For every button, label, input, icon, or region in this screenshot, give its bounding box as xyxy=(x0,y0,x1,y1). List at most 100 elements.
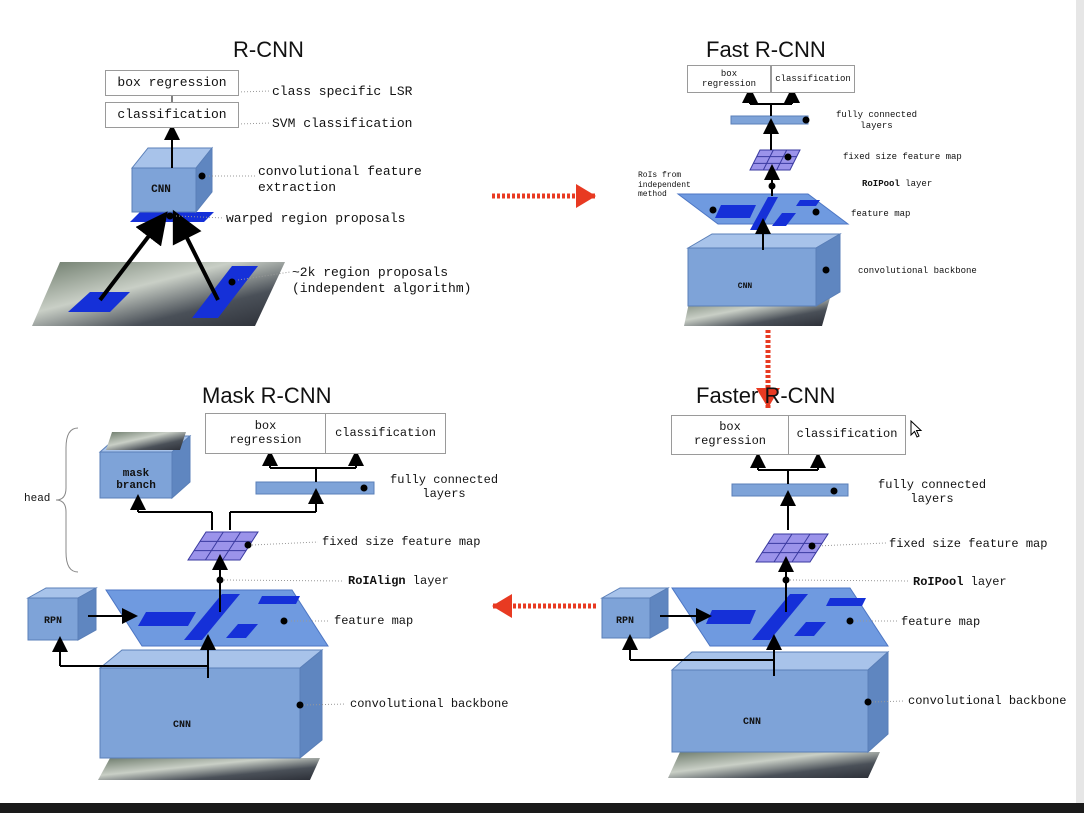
window-bottom-bar xyxy=(0,803,1084,813)
faster-roi-d xyxy=(826,598,866,606)
mask-roi-b xyxy=(184,594,240,640)
fast-roi-d xyxy=(796,200,820,206)
mask-rcnn-title: Mask R-CNN xyxy=(202,383,332,408)
rcnn-roi-left xyxy=(68,292,130,312)
mask-grid-vline xyxy=(204,531,224,561)
faster-grid-vline xyxy=(773,533,793,563)
faster-grid-leader xyxy=(815,542,887,547)
fast-roipool-dot xyxy=(768,182,776,190)
faster-rcnn-roipool-bold: RoIPool xyxy=(913,575,964,589)
faster-grid xyxy=(755,533,829,563)
mask-rcnn-feature-map-label: feature map xyxy=(334,614,414,628)
faster-roipool-leader xyxy=(789,579,911,582)
rcnn-warped-leader xyxy=(175,215,225,219)
rcnn-class-specific-lsr-label: class specific LSR xyxy=(272,84,413,99)
fast-rois-dot xyxy=(709,206,717,214)
mask-head-brace xyxy=(55,427,79,573)
faster-roi-b xyxy=(752,594,808,640)
fast-rcnn-box-regression: box regression xyxy=(687,65,771,93)
mask-rcnn-backbone-label: convolutional backbone xyxy=(350,697,509,711)
faster-rcnn-fc-label: fully connected layers xyxy=(878,478,987,507)
rcnn-title: R-CNN xyxy=(233,37,304,62)
mask-roialign-dot xyxy=(216,576,224,584)
mask-rcnn-roialign-rest: layer xyxy=(405,574,449,588)
fast-rcnn-title: Fast R-CNN xyxy=(706,37,826,62)
mask-roialign-leader xyxy=(223,579,345,582)
rcnn-roi-dot xyxy=(228,278,236,286)
faster-rcnn-feature-map-label: feature map xyxy=(901,615,981,629)
mask-rcnn-cnn-label: CNN xyxy=(172,720,191,731)
fast-fc-dot xyxy=(802,116,810,124)
mask-rcnn-head-label: head xyxy=(24,493,51,505)
faster-input-image xyxy=(668,752,880,778)
faster-rcnn-cnn-label: CNN xyxy=(742,717,761,728)
mask-cnn-block-front xyxy=(99,667,301,759)
fast-fc-layer xyxy=(730,115,809,125)
red-arrow-faster-to-mask-head xyxy=(492,594,512,618)
faster-roi-a xyxy=(706,610,756,624)
mask-rcnn-roialign-bold: RoIAlign xyxy=(348,574,406,588)
mask-branch-block-front xyxy=(99,451,173,499)
faster-rcnn-backbone-label: convolutional backbone xyxy=(908,694,1067,708)
fast-roi-a xyxy=(715,205,756,218)
rcnn-warped-label: warped region proposals xyxy=(226,211,406,226)
window-right-edge xyxy=(1076,0,1084,803)
mask-roi-a xyxy=(138,612,196,626)
mask-rcnn-fc-label: fully connected layers xyxy=(390,473,499,502)
mask-rcnn-rpn-label: RPN xyxy=(43,616,62,627)
faster-rpn-block-front xyxy=(601,597,651,639)
mask-rcnn-fixed-map-label: fixed size feature map xyxy=(322,535,481,549)
mask-rcnn-classification: classification xyxy=(325,413,446,454)
rcnn-arrow-right xyxy=(172,209,220,301)
fast-rcnn-fixed-map-label: fixed size feature map xyxy=(843,152,962,162)
mouse-cursor-icon xyxy=(910,420,923,438)
faster-fc-layer xyxy=(731,483,849,497)
fast-rcnn-roipool-label: RoIPool layer xyxy=(862,179,932,190)
mask-cnn-leader xyxy=(303,703,347,706)
faster-rcnn-rpn-label: RPN xyxy=(615,616,634,627)
rcnn-region-proposals-label: ~2k region proposals (independent algori… xyxy=(292,265,472,296)
rcnn-box-regression: box regression xyxy=(105,70,239,96)
faster-rcnn-fixed-map-label: fixed size feature map xyxy=(889,537,1048,551)
rcnn-arrow-left xyxy=(98,211,168,302)
rcnn-conv-feature-label: convolutional feature extraction xyxy=(258,164,422,195)
rcnn-svm-leader xyxy=(237,122,271,125)
faster-grid-vline xyxy=(791,533,811,563)
red-arrow-fast-to-faster-head xyxy=(756,388,780,408)
fast-rcnn-backbone-label: convolutional backbone xyxy=(858,266,977,276)
rcnn-warped-dot xyxy=(166,212,174,220)
fast-cnn-block-front xyxy=(687,247,817,307)
mask-fc-layer xyxy=(255,481,375,495)
red-arrow-rcnn-to-fast-head xyxy=(576,184,596,208)
fast-rcnn-feature-map-label: feature map xyxy=(851,209,911,219)
fast-rcnn-cnn-label: CNN xyxy=(737,282,753,291)
rcnn-cnn-label: CNN xyxy=(151,184,171,196)
faster-rcnn-classification: classification xyxy=(788,415,906,455)
mask-rcnn-roialign-label: RoIAlign layer xyxy=(348,574,449,588)
faster-rcnn-roipool-rest: layer xyxy=(963,575,1007,589)
fast-roi-c xyxy=(772,213,796,226)
fast-map-dot xyxy=(812,208,820,216)
faster-roi-c xyxy=(794,622,826,636)
mask-fc-dot xyxy=(360,484,368,492)
mask-cnn-dot xyxy=(296,701,304,709)
rcnn-cnn-block-front xyxy=(131,167,197,213)
fast-rcnn-fc-label: fully connected layers xyxy=(836,110,918,131)
fast-rcnn-roipool-rest: layer xyxy=(899,179,933,189)
mask-input-image xyxy=(98,758,320,780)
rcnn-classification: classification xyxy=(105,102,239,128)
mask-grid-leader xyxy=(251,541,319,546)
fast-cnn-dot xyxy=(822,266,830,274)
mask-rcnn-box-regression: box regression xyxy=(205,413,326,454)
faster-map-dot xyxy=(846,617,854,625)
mask-branch-image xyxy=(106,432,186,450)
fast-grid-dot xyxy=(784,153,792,161)
mask-grid-dot xyxy=(244,541,252,549)
faster-cnn-dot xyxy=(864,698,872,706)
mask-roi-c xyxy=(226,624,258,638)
fast-rcnn-classification: classification xyxy=(771,65,855,93)
rcnn-svm-label: SVM classification xyxy=(272,116,413,131)
mask-branch-label: mask branch xyxy=(116,468,156,492)
